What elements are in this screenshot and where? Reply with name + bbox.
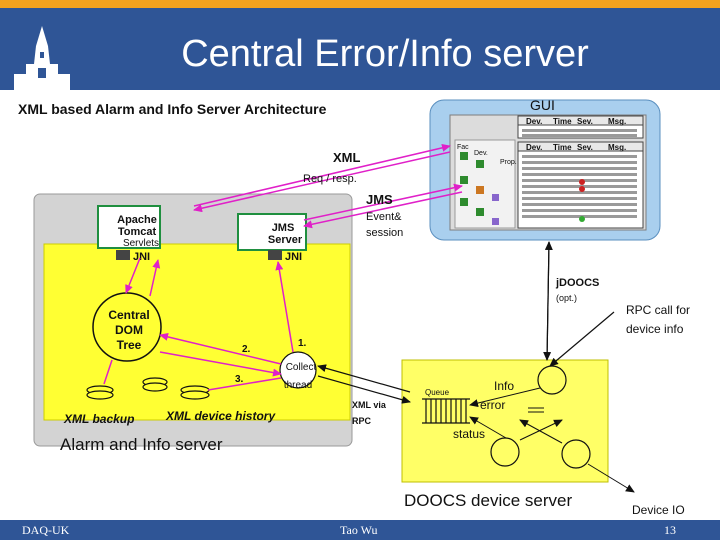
step-1-label: 1. [298, 338, 307, 349]
dom-label-central: Central [108, 308, 149, 322]
thread-label: thread [284, 380, 312, 391]
xml-rpc-arrow [317, 364, 411, 393]
gui-alarm-table-top [517, 115, 644, 139]
gui-col-msg-2: Msg. [608, 143, 626, 152]
collect-to-history-line [207, 377, 282, 391]
gui-col-time-2: Time [553, 143, 572, 152]
jms-box-label: JMS [272, 222, 295, 234]
jdoocs-opt-label: (opt.) [556, 293, 577, 303]
req-resp-label: Req / resp. [303, 173, 357, 185]
jdoocs-label: jDOOCS [555, 277, 599, 289]
page-number: 13 [664, 523, 676, 537]
history-db-icon [180, 385, 210, 400]
step-3-label: 3. [235, 374, 244, 385]
slide-title: Central Error/Info server [181, 33, 589, 75]
dom-label-dom: DOM [115, 323, 143, 337]
alarm-server-label: Alarm and Info server [60, 435, 223, 454]
xml-req-resp-arrow-return [193, 143, 451, 207]
servlets-label: Servlets [123, 238, 159, 249]
dom-to-backup-line [103, 359, 113, 385]
gui-col-dev-2: Dev. [526, 143, 542, 152]
jni-connector-left-icon [116, 250, 130, 260]
gui-tree-icons [460, 152, 499, 225]
status-node [490, 437, 520, 467]
slide-footer: DAQ-UK Tao Wu 13 [0, 520, 720, 540]
info-node [537, 365, 567, 395]
device-info-label: device info [626, 322, 684, 336]
collect-to-jms-arrow [275, 261, 294, 353]
xml-device-history-label: XML device history [165, 409, 276, 423]
jms-event-arrow-return [303, 191, 463, 229]
gui-col-time: Time [553, 117, 572, 126]
status-label: status [453, 427, 485, 441]
collect-to-dom-arrow [159, 332, 282, 365]
jms-arrow-label: JMS [366, 192, 393, 207]
gui-col-sev: Sev. [577, 117, 593, 126]
gui-tree-fac: Fac [457, 144, 469, 151]
footer-author: Tao Wu [340, 523, 378, 537]
dom-to-collect-arrow [159, 351, 282, 377]
header-accent-bar [0, 0, 720, 8]
queue-label: Queue [425, 388, 450, 397]
gui-col-dev: Dev. [526, 117, 542, 126]
jdoocs-arrow-down [543, 241, 552, 361]
apache-label: Apache [117, 214, 157, 226]
university-logo-icon [14, 26, 70, 92]
session-label: session [366, 227, 403, 239]
apache-tomcat-box [97, 205, 161, 249]
server-box-label: Server [268, 234, 303, 246]
jms-server-box [237, 213, 307, 251]
xml-backup-db-icon [86, 385, 114, 400]
diagram-heading: XML based Alarm and Info Server Architec… [18, 101, 327, 117]
tomcat-to-dom-arrow [125, 257, 141, 294]
architecture-diagram: XML based Alarm and Info Server Architec… [0, 90, 720, 520]
device-io-label: Device IO [632, 503, 685, 517]
jni-label-left: JNI [133, 251, 150, 263]
jms-event-arrow [303, 183, 463, 221]
rpc-call-label: RPC call for [626, 303, 690, 317]
collect-label: Collect [286, 362, 317, 373]
dom-to-tomcat-arrow [149, 259, 161, 297]
xml-label: XML [333, 150, 361, 165]
queue-icon [422, 398, 470, 424]
dom-label-tree: Tree [117, 338, 142, 352]
gui-col-msg: Msg. [608, 117, 626, 126]
error-label: error [480, 398, 505, 412]
gui-tree-prop: Prop. [500, 159, 517, 166]
event-label: Event& [366, 211, 402, 223]
step-2-label: 2. [242, 344, 251, 355]
history-db-small-icon [142, 377, 168, 392]
xml-via-label: XML via [352, 400, 387, 410]
gui-col-sev-2: Sev. [577, 143, 593, 152]
rpc-label: RPC [352, 416, 372, 426]
inner-black-arrows [469, 387, 635, 493]
xml-backup-label: XML backup [63, 412, 134, 426]
gui-tree-dev: Dev. [474, 150, 488, 157]
xml-req-resp-arrow [193, 151, 451, 213]
gui-alarm-table-bottom [517, 141, 644, 229]
slide-header: Central Error/Info server [0, 8, 720, 92]
device-node [561, 439, 591, 469]
doocs-server-label: DOOCS device server [404, 491, 572, 510]
jni-connector-right-icon [268, 250, 282, 260]
xml-rpc-arrow-return [317, 375, 411, 404]
info-label: Info [494, 379, 514, 393]
tomcat-label: Tomcat [118, 226, 157, 238]
footer-left-text: DAQ-UK [22, 523, 70, 537]
rpc-call-arrow [549, 311, 615, 367]
gui-label: GUI [530, 97, 555, 113]
jni-label-right: JNI [285, 251, 302, 263]
